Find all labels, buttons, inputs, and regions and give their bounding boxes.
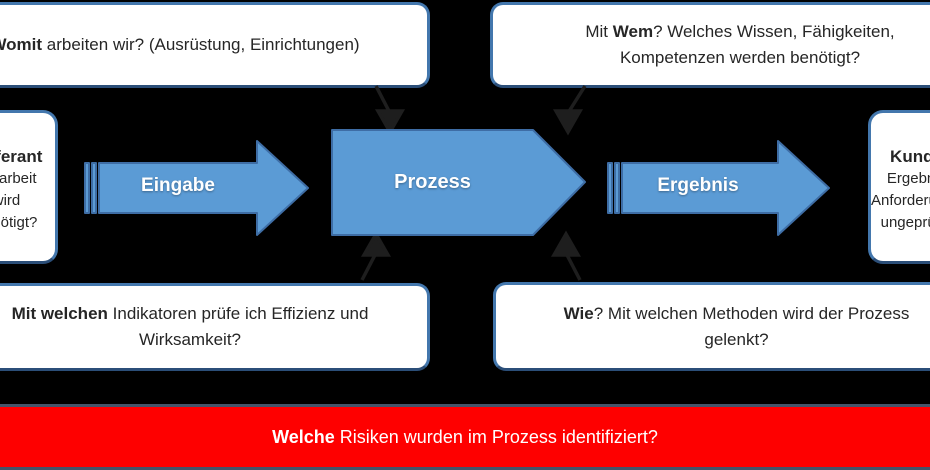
box-supplier: Lieferant Vorarbeit wird benötigt? [0,110,58,264]
connector-bottom-left-arrowhead-icon [360,230,392,257]
connector-top-right-arrowhead-icon [552,109,584,136]
customer-title: Kunde [890,147,930,166]
box-mit-wem: Mit Wem? Welches Wissen, Fähigkeiten, Ko… [490,2,930,88]
box-wie-bold: Wie [563,303,594,323]
box-mit-wem-line2: Kompetenzen werden benötigt? [619,48,861,67]
box-wie-line1: Wie? Mit welchen Methoden wird der Proze… [496,301,930,327]
risk-banner-bold: Welche [272,426,335,447]
connector-top-right-line [566,85,587,114]
box-mit-wem-rest: ? Welches Wissen, Fähigkeiten, [653,22,895,41]
box-womit-rest: arbeiten wir? (Ausrüstung, Einrichtungen… [42,35,360,54]
box-womit-text: Womit arbeiten wir? (Ausrüstung, Einrich… [0,32,427,58]
supplier-line2: wird [0,192,21,209]
input-arrow-stripe-1 [84,162,90,214]
risk-banner-rest: Risiken wurden im Prozess identifiziert? [334,426,658,447]
box-indikatoren-line2: Wirksamkeit? [138,330,241,349]
customer-line3: ungeprüft? [880,214,930,231]
supplier-title: Lieferant [0,147,43,166]
box-wie: Wie? Mit welchen Methoden wird der Proze… [493,282,930,371]
connector-top-left-line [374,85,392,114]
risk-banner: Welche Risiken wurden im Prozess identif… [0,404,930,470]
connector-top-left-arrowhead-icon [374,109,406,136]
box-customer: Kunde Ergebnis Anforderungen ungeprüft? [868,110,930,264]
risk-banner-text: Welche Risiken wurden im Prozess identif… [272,427,658,448]
box-mit-wem-bold: Wem [612,22,654,41]
box-indikatoren-line1: Mit welchen Indikatoren prüfe ich Effizi… [0,301,427,327]
connector-bottom-right-arrowhead-icon [550,230,582,257]
box-wie-rest: ? Mit welchen Methoden wird der Prozess [593,303,910,323]
customer-line2: Anforderungen [871,192,930,209]
output-arrow-stripe-1 [607,162,613,214]
box-womit: Womit arbeiten wir? (Ausrüstung, Einrich… [0,2,430,88]
output-arrow-label: Ergebnis [657,175,739,196]
input-arrow-label: Eingabe [141,175,215,196]
box-indikatoren-rest: Indikatoren prüfe ich Effizienz und [107,304,369,323]
box-wie-line2: gelenkt? [704,329,769,349]
box-indikatoren-bold: Mit welchen [11,304,108,323]
box-indikatoren: Mit welchen Indikatoren prüfe ich Effizi… [0,283,430,371]
process-arrow-label: Prozess [394,171,471,193]
supplier-line1: Vorarbeit [0,170,37,187]
connector-bottom-left-line [360,252,378,281]
box-mit-wem-pre: Mit [585,22,613,41]
box-womit-bold: Womit [0,35,43,54]
box-mit-wem-line1: Mit Wem? Welches Wissen, Fähigkeiten, [493,19,930,45]
customer-line1: Ergebnis [886,170,930,187]
supplier-line3: benötigt? [0,214,38,231]
connector-bottom-right-line [564,252,582,281]
